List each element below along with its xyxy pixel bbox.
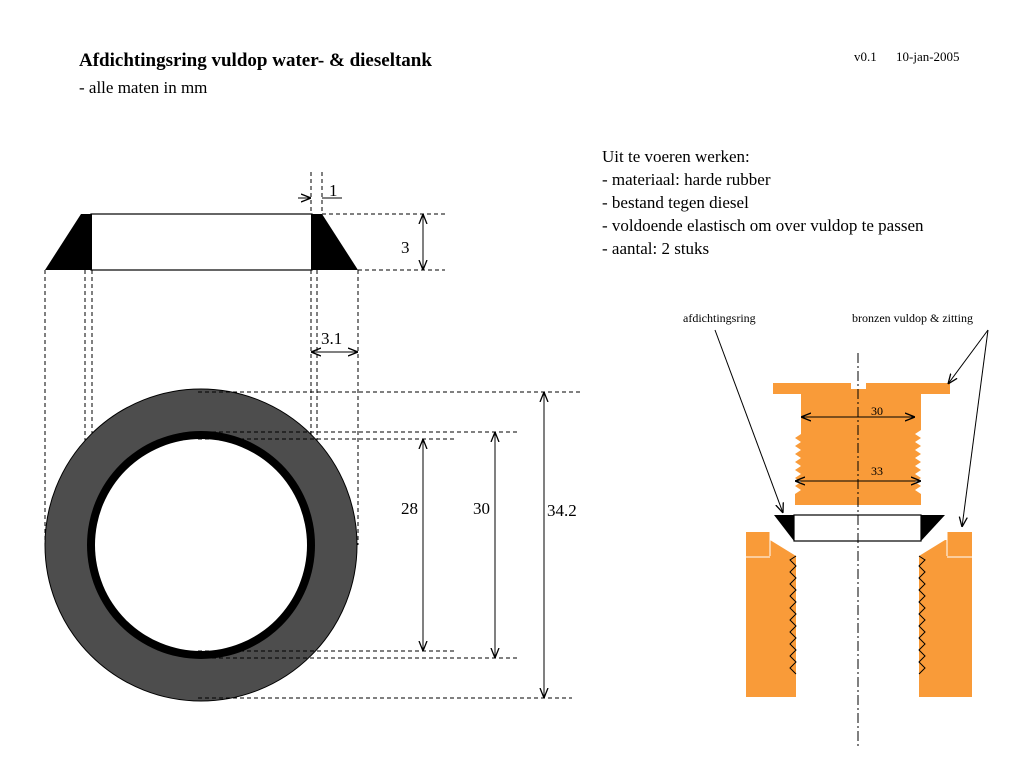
date-label: 10-jan-2005	[896, 49, 960, 64]
ring-right-wedge	[311, 214, 358, 270]
page-title: Afdichtingsring vuldop water- & dieselta…	[79, 50, 432, 71]
projection-lines	[44, 270, 359, 545]
assembly-view: 30 33 afdichtingsring bronzen vuldop & z…	[683, 311, 989, 748]
ring-top-view	[44, 388, 358, 702]
version-label: v0.1	[854, 49, 877, 64]
dim-wall-thickness: 1	[298, 172, 342, 214]
bronze-cap	[773, 383, 950, 505]
work-list-heading: Uit te voeren werken:	[602, 147, 750, 166]
label-bronze-cap: bronzen vuldop & zitting	[852, 311, 973, 325]
bronze-seat-right	[918, 532, 972, 697]
work-item-elasticity: - voldoende elastisch om over vuldop te …	[602, 216, 924, 235]
dim-label-inner-diameter: 28	[401, 499, 418, 518]
work-item-resistance: - bestand tegen diesel	[602, 193, 749, 212]
dim-label-mid-diameter: 30	[473, 499, 490, 518]
dim-label-outer-diameter: 34.2	[547, 501, 577, 520]
dim-label-cap-lower: 33	[871, 464, 883, 478]
dim-label-height: 3	[401, 238, 410, 257]
ring-left-wedge	[45, 214, 92, 270]
ring-bore	[95, 439, 307, 651]
dim-height: 3	[322, 213, 445, 271]
dim-label-cap-upper: 30	[871, 404, 883, 418]
leader-bronze-cap	[948, 329, 989, 384]
dim-label-wall-thickness: 1	[329, 181, 338, 200]
dim-flange-width: 3.1	[311, 329, 358, 352]
page-subtitle: - alle maten in mm	[79, 78, 208, 97]
ring-side-view	[45, 213, 358, 271]
ring-side-inner-outline	[90, 213, 313, 271]
work-item-quantity: - aantal: 2 stuks	[602, 239, 710, 258]
leader-bronze-seat	[962, 329, 989, 527]
sealing-ring-section	[774, 514, 945, 542]
dim-label-flange-width: 3.1	[321, 329, 342, 348]
work-list: Uit te voeren werken: - materiaal: harde…	[602, 145, 924, 260]
work-item-material: - materiaal: harde rubber	[602, 170, 771, 189]
dim-diameters: 28 30 34.2	[198, 391, 582, 699]
label-sealing-ring: afdichtingsring	[683, 311, 756, 325]
bronze-seat-left	[746, 532, 797, 697]
leader-sealing-ring	[714, 329, 783, 513]
